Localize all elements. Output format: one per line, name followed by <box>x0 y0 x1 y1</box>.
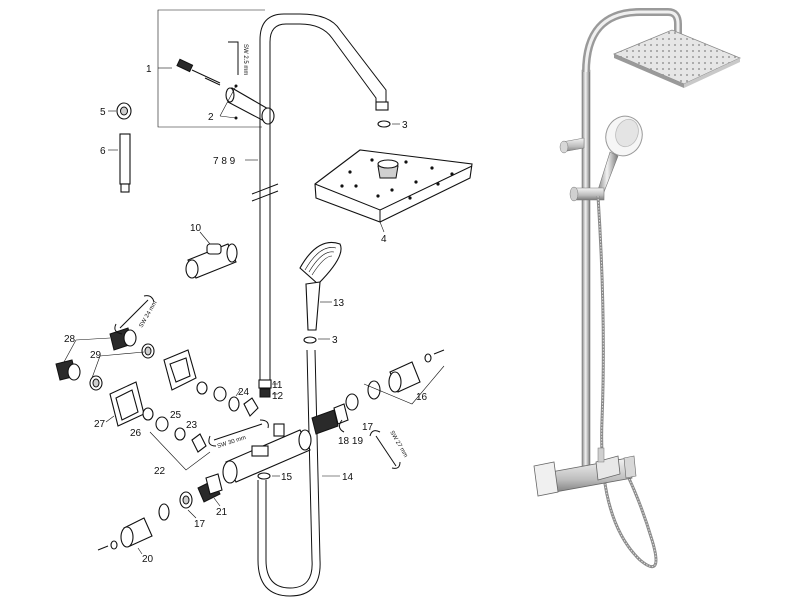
callout-1: 1 <box>146 64 152 75</box>
allen-key-icon <box>228 41 239 75</box>
thermostat-mixer <box>533 447 637 497</box>
part-6-connector-pipe <box>119 133 131 193</box>
part-5-nut <box>116 102 132 120</box>
callout-7-8-9: 7 8 9 <box>213 156 236 167</box>
product-photo <box>533 8 741 569</box>
callout-17-left: 17 <box>194 519 206 530</box>
part-16-handle <box>367 349 445 400</box>
shower-hose <box>596 195 658 569</box>
part-13-hand-shower <box>299 241 342 331</box>
part-10-slider <box>185 243 238 279</box>
tool-label-sw27: SW 27 mm <box>388 430 408 459</box>
callout-6: 6 <box>100 146 106 157</box>
callout-25: 25 <box>170 410 182 421</box>
part-22-group-bracket <box>149 431 211 471</box>
callout-27: 27 <box>94 419 106 430</box>
part-24-fitting <box>228 396 259 417</box>
callout-11: 11 <box>272 380 283 391</box>
tool-label-sw24: SW 24 mm <box>139 300 159 329</box>
wrench-sw27-icon <box>369 430 401 469</box>
callout-5: 5 <box>100 107 106 118</box>
part-17-ring-left <box>179 491 193 509</box>
part-20-handle <box>97 503 170 551</box>
callout-21: 21 <box>216 507 228 518</box>
callout-14: 14 <box>342 472 354 483</box>
riser-pipe <box>581 69 591 473</box>
part-15-washer <box>257 472 271 480</box>
part-1-group-box <box>157 9 265 128</box>
riser-pipe-with-arm <box>251 13 389 380</box>
wrench-sw30-icon <box>208 419 269 447</box>
callout-17-right: 17 <box>362 422 374 433</box>
callout-13: 13 <box>333 298 345 309</box>
callout-16: 16 <box>416 392 428 403</box>
part-4-overhead-shower <box>314 149 473 223</box>
part-1-screws <box>176 58 221 86</box>
tool-label-sw25: SW 2.5 mm <box>242 44 248 75</box>
callout-4: 4 <box>381 234 387 245</box>
callout-20: 20 <box>142 554 154 565</box>
part-2-wall-bracket <box>225 87 275 125</box>
part-17-ring-right <box>338 393 359 433</box>
thermostat-mixer-body <box>222 423 312 484</box>
callout-3-lower: 3 <box>332 335 338 346</box>
callout-22: 22 <box>154 466 166 477</box>
callout-23: 23 <box>186 420 198 431</box>
callout-12: 12 <box>272 391 284 402</box>
callout-10: 10 <box>190 223 202 234</box>
part-25-26-23-fittings <box>142 381 227 453</box>
part-11-12-fittings <box>258 379 272 398</box>
hand-shower <box>597 115 643 193</box>
part-28-29-connectors <box>55 327 155 391</box>
callout-24: 24 <box>238 387 250 398</box>
callout-29: 29 <box>90 350 102 361</box>
callout-28: 28 <box>64 334 76 345</box>
escutcheon-upper <box>163 349 197 391</box>
callout-2: 2 <box>208 112 214 123</box>
part-18-19-cartridge <box>311 403 349 435</box>
escutcheon-lower <box>109 381 145 427</box>
callout-15: 15 <box>281 472 293 483</box>
part-14-hose <box>265 349 313 589</box>
part-3-washer-lower <box>303 336 317 344</box>
part-3-washer-top <box>377 120 391 128</box>
exploded-view: SW 2.5 mm 1 2 5 <box>55 9 473 597</box>
callout-26: 26 <box>130 428 142 439</box>
callout-3-top: 3 <box>402 120 408 131</box>
overhead-shower-head <box>612 29 741 88</box>
callout-18-19: 18 19 <box>338 436 363 447</box>
wrench-sw24-icon <box>114 295 155 335</box>
part-21-cartridge <box>197 473 223 503</box>
